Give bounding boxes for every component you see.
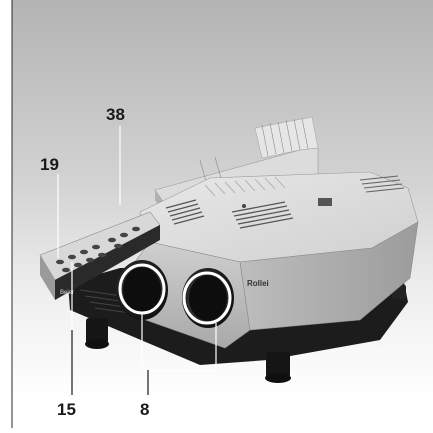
leader-lines [57, 126, 217, 395]
vent-ribs-top [204, 176, 286, 197]
callout-15: 15 [57, 400, 76, 419]
callout-38: 38 [106, 105, 125, 124]
top-button [318, 198, 332, 206]
lens-left [116, 260, 168, 320]
lens-left-ring [118, 263, 166, 315]
callout-19: 19 [40, 155, 59, 174]
callout-8: 8 [140, 400, 150, 419]
remote-brand-text: Beier [60, 290, 74, 296]
vent-grille-left [165, 199, 205, 225]
lens-right-ring [182, 271, 232, 325]
vent-grille-center [231, 201, 294, 229]
foot-right [266, 352, 290, 378]
top-screw [242, 204, 246, 208]
leader-8 [141, 314, 217, 371]
remote-control: Beier [39, 211, 161, 300]
lens-right [182, 268, 234, 328]
foot-left [86, 318, 108, 344]
vent-grille-right [359, 175, 405, 193]
brand-text: Rollei [247, 279, 269, 288]
